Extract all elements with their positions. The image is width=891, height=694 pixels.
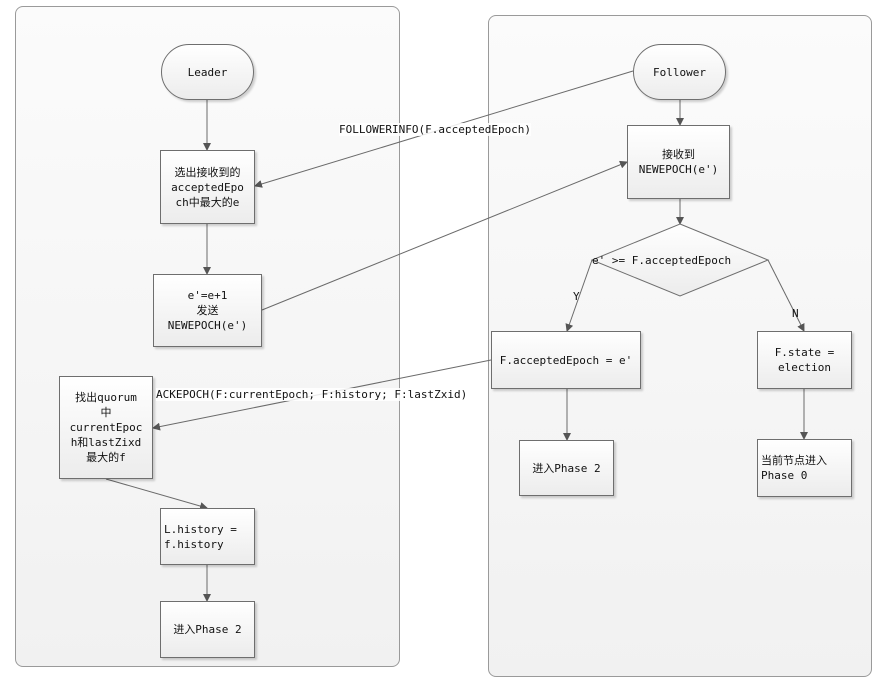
follower-enter-phase2-node: 进入Phase 2: [519, 440, 614, 496]
leader-start-node: Leader: [161, 44, 254, 100]
follower-set-accepted-node: F.acceptedEpoch = e': [491, 331, 641, 389]
leader-send-newepoch-node: e'=e+1 发送 NEWEPOCH(e'): [153, 274, 262, 347]
follower-set-state-node: F.state = election: [757, 331, 852, 389]
leader-set-history-node: L.history = f.history: [160, 508, 255, 565]
edge-quorum-to-history: [105, 478, 208, 510]
follower-enter-phase0-node: 当前节点进入 Phase 0: [757, 439, 852, 497]
leader-enter-phase2-node: 进入Phase 2: [160, 601, 255, 658]
branch-yes-label: Y: [573, 290, 580, 303]
follower-start-node: Follower: [633, 44, 726, 100]
msg-newepoch: [261, 160, 628, 311]
decision-label: e' >= F.acceptedEpoch: [592, 254, 732, 267]
ackepoch-label: ACKEPOCH(F:currentEpoch; F:history; F:la…: [156, 388, 468, 401]
decision-diamond: [590, 223, 770, 297]
edge-decision-no: [767, 259, 805, 332]
follower-receive-newepoch-node: 接收到 NEWEPOCH(e'): [627, 125, 730, 199]
followerinfo-label: FOLLOWERINFO(F.acceptedEpoch): [339, 123, 532, 136]
branch-no-label: N: [792, 307, 799, 320]
leader-select-max-node: 选出接收到的 acceptedEpo ch中最大的e: [160, 150, 255, 224]
leader-find-quorum-node: 找出quorum 中 currentEpoc h和lastZixd 最大的f: [59, 376, 153, 479]
edge-decision-yes: [565, 259, 593, 332]
